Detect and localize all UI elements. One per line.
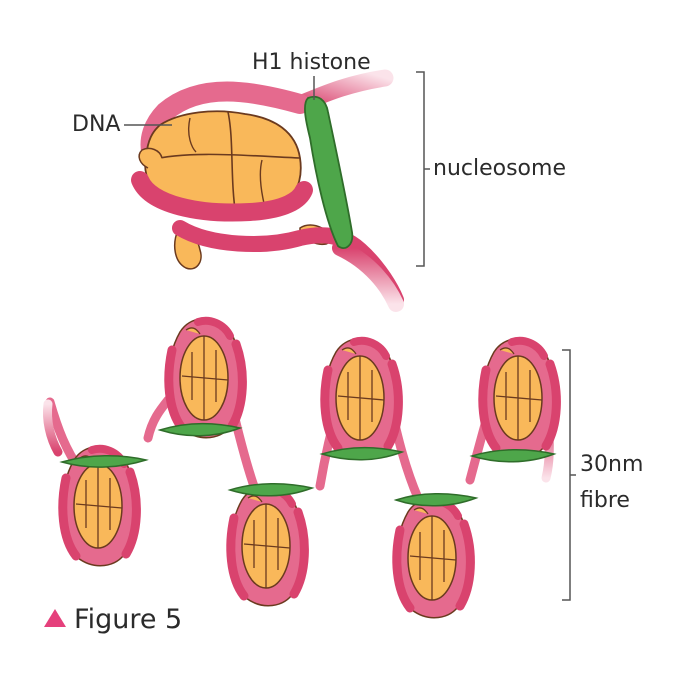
fibre-nucleosome (482, 339, 557, 458)
nucleosome-label: nucleosome (433, 156, 566, 182)
dna-label: DNA (72, 112, 120, 138)
fibre-label-line2: fibre (580, 488, 630, 514)
fibre-nucleosome (324, 339, 399, 458)
fibre-label-line1: 30nm (580, 452, 643, 478)
triangle-marker-icon (44, 609, 66, 627)
figure-caption: Figure 5 (44, 604, 182, 636)
fibre-bracket (562, 350, 576, 600)
figure-caption-text: Figure 5 (74, 604, 182, 635)
fibre-nucleosome (230, 487, 305, 606)
h1-histone-label: H1 histone (252, 50, 371, 76)
nucleosome-bracket (416, 72, 430, 266)
fibre-nucleosome (396, 499, 471, 618)
fibre-illustration (47, 319, 556, 618)
fibre-nucleosome (168, 319, 243, 438)
nucleosome-illustration (124, 76, 396, 304)
